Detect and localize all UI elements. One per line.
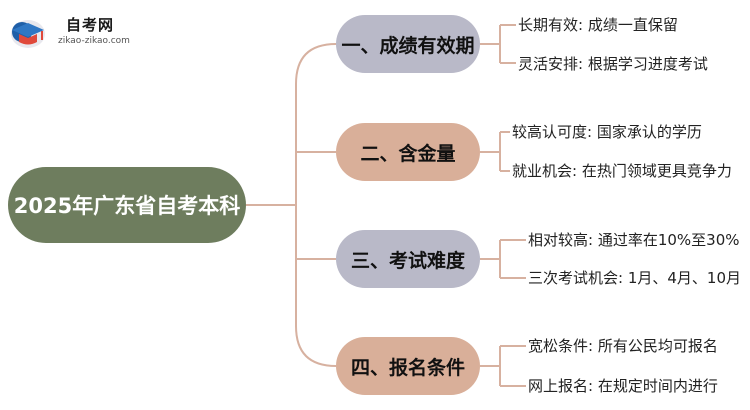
leaf-3-2: 三次考试机会: 1月、4月、10月 xyxy=(528,269,741,287)
leaf-1-1: 长期有效: 成绩一直保留 xyxy=(518,16,678,34)
leaf-2-1: 较高认可度: 国家承认的学历 xyxy=(512,123,702,141)
graduation-cap-icon xyxy=(11,20,45,48)
site-logo: 自考网 zikao-zikao.com xyxy=(8,12,158,52)
leaf-3-1: 相对较高: 通过率在10%至30% xyxy=(528,231,740,249)
leaf-1-2: 灵活安排: 根据学习进度考试 xyxy=(518,55,708,73)
branch-node-4: 四、报名条件 xyxy=(336,337,480,395)
leaf-4-1: 宽松条件: 所有公民均可报名 xyxy=(528,337,718,355)
logo-name: 自考网 xyxy=(66,16,115,34)
logo-url: zikao-zikao.com xyxy=(58,36,130,46)
branch-node-1: 一、成绩有效期 xyxy=(336,15,480,73)
branch-node-3: 三、考试难度 xyxy=(336,230,480,288)
leaf-2-2: 就业机会: 在热门领域更具竞争力 xyxy=(512,162,732,180)
leaf-4-2: 网上报名: 在规定时间内进行 xyxy=(528,377,718,395)
branch-node-2: 二、含金量 xyxy=(336,123,480,181)
root-node: 2025年广东省自考本科 xyxy=(8,167,246,243)
